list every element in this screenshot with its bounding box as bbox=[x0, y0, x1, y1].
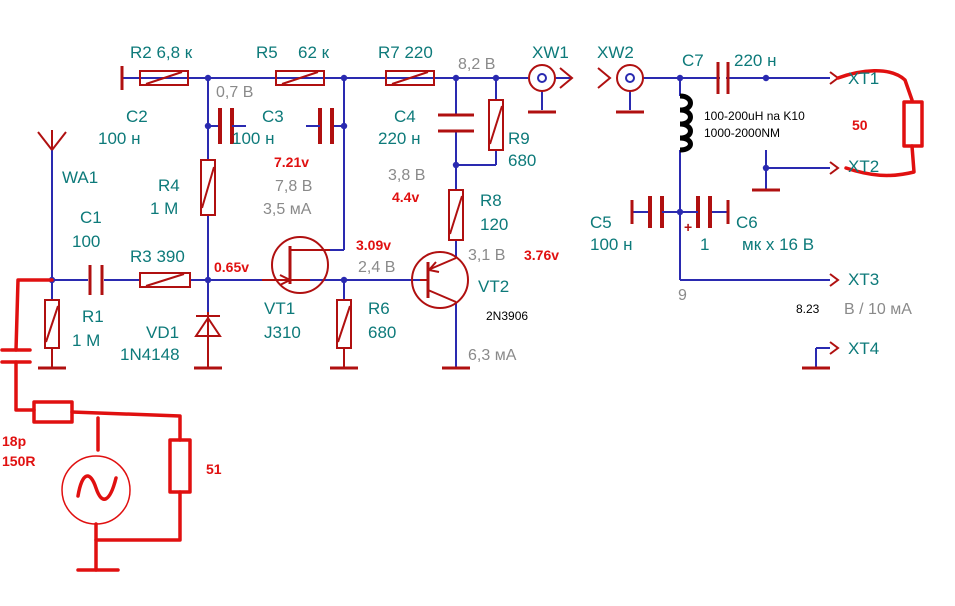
label-r9-value: 680 bbox=[508, 151, 536, 170]
label-xt4: XT4 bbox=[848, 339, 879, 358]
label-vt2: VT2 bbox=[478, 277, 509, 296]
voltage-38: 3,8 В bbox=[388, 167, 425, 184]
label-c5-value: 100 н bbox=[590, 235, 632, 254]
voltage-24: 2,4 В bbox=[358, 259, 395, 276]
resistor-r7 bbox=[385, 70, 435, 86]
label-r4-value: 1 M bbox=[150, 199, 178, 218]
label-c6-value: 1 bbox=[700, 235, 709, 254]
label-r2: R2 6,8 к bbox=[130, 43, 193, 62]
label-r3: R3 390 bbox=[130, 247, 185, 266]
red-44v: 4.4v bbox=[392, 189, 419, 205]
resistor-r9 bbox=[488, 99, 504, 151]
terminals bbox=[829, 71, 840, 355]
handdrawn-modifications bbox=[0, 69, 924, 572]
resistor-r5 bbox=[275, 70, 325, 86]
inductor-note-2: 1000-2000NM bbox=[704, 126, 780, 140]
label-wa1: WA1 bbox=[62, 168, 98, 187]
label-vt2-value: 2N3906 bbox=[486, 309, 528, 323]
capacitor-c1 bbox=[88, 265, 104, 295]
antenna-wa1 bbox=[37, 130, 67, 151]
capacitor-c6: + bbox=[680, 196, 712, 235]
label-c1: C1 bbox=[80, 208, 102, 227]
capacitor-c2 bbox=[218, 108, 246, 144]
voltage-78: 7,8 В bbox=[275, 178, 312, 195]
label-vd1-value: 1N4148 bbox=[120, 345, 180, 364]
label-xt3: XT3 bbox=[848, 270, 879, 289]
label-xw2: XW2 bbox=[597, 43, 634, 62]
label-c7: C7 bbox=[682, 51, 704, 70]
label-r1: R1 bbox=[82, 307, 104, 326]
resistor-r8 bbox=[448, 189, 464, 241]
voltage-82: 8,2 В bbox=[458, 56, 495, 73]
red-065v: 0.65v bbox=[214, 259, 249, 275]
red-150r: 150R bbox=[2, 453, 35, 469]
label-r4: R4 bbox=[158, 176, 180, 195]
red-18p: 18p bbox=[2, 433, 26, 449]
label-r8-value: 120 bbox=[480, 215, 508, 234]
load-50: 50 bbox=[852, 117, 868, 133]
supply-partial-9: 9 bbox=[678, 287, 687, 304]
inductor-note-1: 100-200uH na K10 bbox=[704, 109, 805, 123]
capacitor-c7 bbox=[716, 62, 730, 94]
capacitor-c4 bbox=[438, 113, 474, 133]
resistor-r4 bbox=[200, 159, 216, 216]
inductor-coil bbox=[679, 93, 693, 153]
current-35: 3,5 мА bbox=[263, 201, 312, 218]
capacitor-c5 bbox=[648, 196, 680, 228]
supply-current: В / 10 мА bbox=[844, 301, 912, 318]
resistor-r6 bbox=[336, 299, 352, 368]
diode-vd1 bbox=[194, 312, 222, 368]
label-r5-value: 62 к bbox=[298, 43, 330, 62]
label-vt1: VT1 bbox=[264, 299, 295, 318]
label-xw1: XW1 bbox=[532, 43, 569, 62]
supply-823: 8.23 bbox=[796, 302, 820, 316]
red-309v: 3.09v bbox=[356, 237, 391, 253]
label-r8: R8 bbox=[480, 191, 502, 210]
label-c2: C2 bbox=[126, 107, 148, 126]
label-r6-value: 680 bbox=[368, 323, 396, 342]
red-376v: 3.76v bbox=[524, 247, 559, 263]
voltage-31: 3,1 В bbox=[468, 247, 505, 264]
transistor-vt2 bbox=[411, 251, 469, 309]
label-c2-value: 100 н bbox=[98, 129, 140, 148]
label-vt1-value: J310 bbox=[264, 323, 301, 342]
label-c4: C4 bbox=[394, 107, 416, 126]
label-c7-value: 220 н bbox=[734, 51, 776, 70]
red-51: 51 bbox=[206, 461, 222, 477]
label-xt1: XT1 bbox=[848, 69, 879, 88]
resistor-r2 bbox=[139, 70, 189, 86]
label-c4-value: 220 н bbox=[378, 129, 420, 148]
label-xt2: XT2 bbox=[848, 157, 879, 176]
label-vd1: VD1 bbox=[146, 323, 179, 342]
label-c6: C6 bbox=[736, 213, 758, 232]
label-c1-value: 100 bbox=[72, 232, 100, 251]
label-c3-value: 100 н bbox=[232, 129, 274, 148]
red-721v: 7.21v bbox=[274, 154, 309, 170]
voltage-07: 0,7 В bbox=[216, 84, 253, 101]
coax-connector-xw1 bbox=[528, 64, 574, 92]
label-c5: C5 bbox=[590, 213, 612, 232]
resistor-r1 bbox=[44, 299, 60, 368]
label-c6-unit: мк x 16 В bbox=[742, 235, 814, 254]
svg-text:+: + bbox=[684, 219, 692, 235]
coax-connector-xw2 bbox=[597, 64, 644, 92]
label-r9: R9 bbox=[508, 129, 530, 148]
label-r7: R7 220 bbox=[378, 43, 433, 62]
ground-symbols bbox=[38, 110, 830, 370]
capacitor-c3 bbox=[306, 108, 334, 144]
transistor-vt1 bbox=[262, 236, 330, 294]
label-r1-value: 1 M bbox=[72, 331, 100, 350]
resistor-r3 bbox=[139, 272, 191, 288]
label-r5: R5 bbox=[256, 43, 278, 62]
label-c3: C3 bbox=[262, 107, 284, 126]
current-63: 6,3 мА bbox=[468, 347, 517, 364]
label-r6: R6 bbox=[368, 299, 390, 318]
